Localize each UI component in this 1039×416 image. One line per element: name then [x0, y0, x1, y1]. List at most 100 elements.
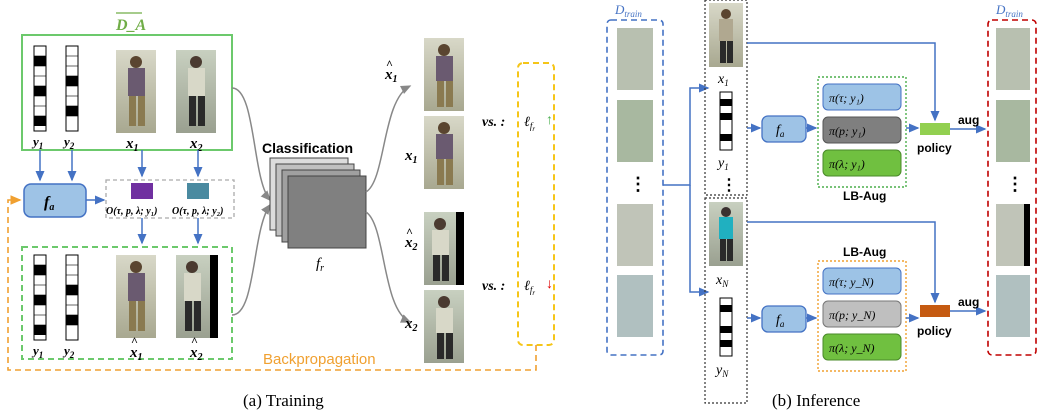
- x2-hat-mark: ^: [191, 334, 198, 348]
- x1-right: x1: [404, 148, 418, 166]
- fr-label: fr: [316, 256, 324, 274]
- training-panel: D_A y1 y2: [7, 12, 555, 410]
- pi-p-bottom: [822, 300, 902, 328]
- operation-box: [105, 179, 235, 219]
- person-image-inf-x1: [709, 3, 743, 67]
- inf-x1-label: x1: [717, 72, 729, 88]
- y1-label-top: y1: [31, 134, 43, 151]
- fa-module: [23, 183, 87, 218]
- caption-training: (a) Training: [243, 391, 324, 410]
- pi-tau-top: [822, 83, 902, 111]
- classification-label: Classification: [262, 140, 353, 156]
- loss-top: ℓfr: [524, 115, 535, 133]
- y2-label-top: y2: [62, 134, 75, 151]
- pi-lambda-top-label: π(λ; y₁): [829, 157, 865, 171]
- person-image-right-4: [424, 290, 464, 363]
- augmented-box: [21, 246, 233, 360]
- lb-aug-top-label: LB-Aug: [843, 189, 886, 203]
- policy-bottom-label: policy: [917, 324, 952, 338]
- person-image-right-3: [424, 212, 464, 285]
- dtrain-right-thumbnails: ⋮: [996, 28, 1030, 337]
- operation-label-1: O(τ, p, λ; y₁): [106, 206, 158, 217]
- aug-bottom-label: aug: [958, 295, 979, 309]
- inf-yn-label: yN: [714, 363, 729, 379]
- da-box: [21, 34, 233, 151]
- caption-inference: (b) Inference: [772, 391, 860, 410]
- pi-p-bottom-label: π(p; y_N): [829, 308, 875, 322]
- svg-text:⋮: ⋮: [629, 174, 647, 194]
- pi-tau-bottom-label: π(τ; y_N): [829, 275, 874, 289]
- inf-fa-bottom: [761, 305, 807, 333]
- x2-right: x2: [404, 316, 418, 334]
- inf-fa-top: [761, 115, 807, 143]
- inference-panel: Dtrain ⋮ x1 y1 ⋮: [606, 0, 1037, 410]
- operation-purple: [131, 183, 153, 199]
- person-image-inf-xn: [709, 202, 743, 266]
- y2-label-bottom: y2: [62, 343, 75, 360]
- fa-label: fa: [44, 194, 54, 213]
- sample-box-top: [704, 0, 748, 196]
- x1-hat-right-mark: ^: [386, 57, 393, 71]
- sample-box-bottom: [704, 197, 748, 404]
- pi-lambda-bottom-label: π(λ; y_N): [829, 341, 875, 355]
- inf-label-vector-yn: [719, 297, 733, 357]
- da-label: D_A: [115, 17, 147, 34]
- lb-aug-bottom-label: LB-Aug: [843, 245, 886, 259]
- x1-label-top: x1: [125, 136, 139, 154]
- pi-tau-bottom: [822, 267, 902, 295]
- inf-fa-bottom-label: fa: [776, 313, 785, 329]
- person-image-right-1: [424, 38, 464, 111]
- backprop-label: Backpropagation: [263, 351, 376, 368]
- dtrain-left-box: [606, 19, 664, 356]
- classifier-fr: [269, 157, 367, 249]
- person-image-x2-aug: [176, 255, 218, 338]
- x2-hat-label: x2: [189, 345, 203, 363]
- pi-tau-top-label: π(τ; y₁): [829, 91, 864, 105]
- label-vector-y2-bottom: [65, 254, 79, 341]
- y1-label-bottom: y1: [31, 343, 43, 360]
- pi-p-top: [822, 116, 902, 144]
- x2-hat-right: x2: [404, 235, 418, 253]
- loss-up-arrow: ↑: [546, 113, 553, 128]
- person-image-x1-aug: [116, 255, 156, 338]
- policy-top: [920, 123, 950, 135]
- label-vector-y1-bottom: [33, 254, 47, 341]
- person-image-x2-top: [176, 50, 216, 133]
- vs-label-top: vs. :: [482, 115, 505, 130]
- policy-top-label: policy: [917, 141, 952, 155]
- label-vector-y2-top: [65, 45, 79, 132]
- pi-lambda-top: [822, 149, 902, 177]
- dtrain-thumbnails: ⋮: [617, 28, 653, 337]
- loss-down-arrow: ↓: [546, 277, 553, 292]
- x1-hat-mark: ^: [131, 334, 138, 348]
- operation-teal: [187, 183, 209, 199]
- policy-bottom: [920, 305, 950, 317]
- backprop-path: [7, 195, 537, 371]
- loss-bottom: ℓfr: [524, 279, 535, 297]
- label-vector-y1-top: [33, 45, 47, 132]
- aug-top-label: aug: [958, 113, 979, 127]
- lb-aug-bottom-box: [817, 260, 907, 372]
- loss-box: [517, 62, 555, 346]
- inf-dots: ⋮: [721, 177, 737, 194]
- x2-label-top: x2: [189, 136, 203, 154]
- lb-aug-top-box: [817, 76, 907, 188]
- inf-xn-label: xN: [715, 273, 729, 289]
- svg-text:⋮: ⋮: [1006, 174, 1024, 194]
- person-image-x1-top: [116, 50, 156, 133]
- x2-hat-right-mark: ^: [406, 225, 413, 239]
- dtrain-left-label: Dtrain: [614, 2, 642, 19]
- x1-hat-label: x1: [129, 345, 143, 363]
- inf-fa-top-label: fa: [776, 123, 785, 139]
- person-image-right-2: [424, 116, 464, 189]
- vs-label-bottom: vs. :: [482, 279, 505, 294]
- inf-y1-label: y1: [716, 156, 729, 172]
- dtrain-right-box: [987, 19, 1037, 356]
- operation-label-2: O(τ, p, λ; y₂): [172, 206, 224, 217]
- x1-hat-right: x1: [384, 67, 398, 85]
- dtrain-right-label: Dtrain: [995, 2, 1023, 19]
- pi-lambda-bottom: [822, 333, 902, 361]
- inf-label-vector-y1: [719, 91, 733, 151]
- pi-p-top-label: π(p; y₁): [829, 124, 866, 138]
